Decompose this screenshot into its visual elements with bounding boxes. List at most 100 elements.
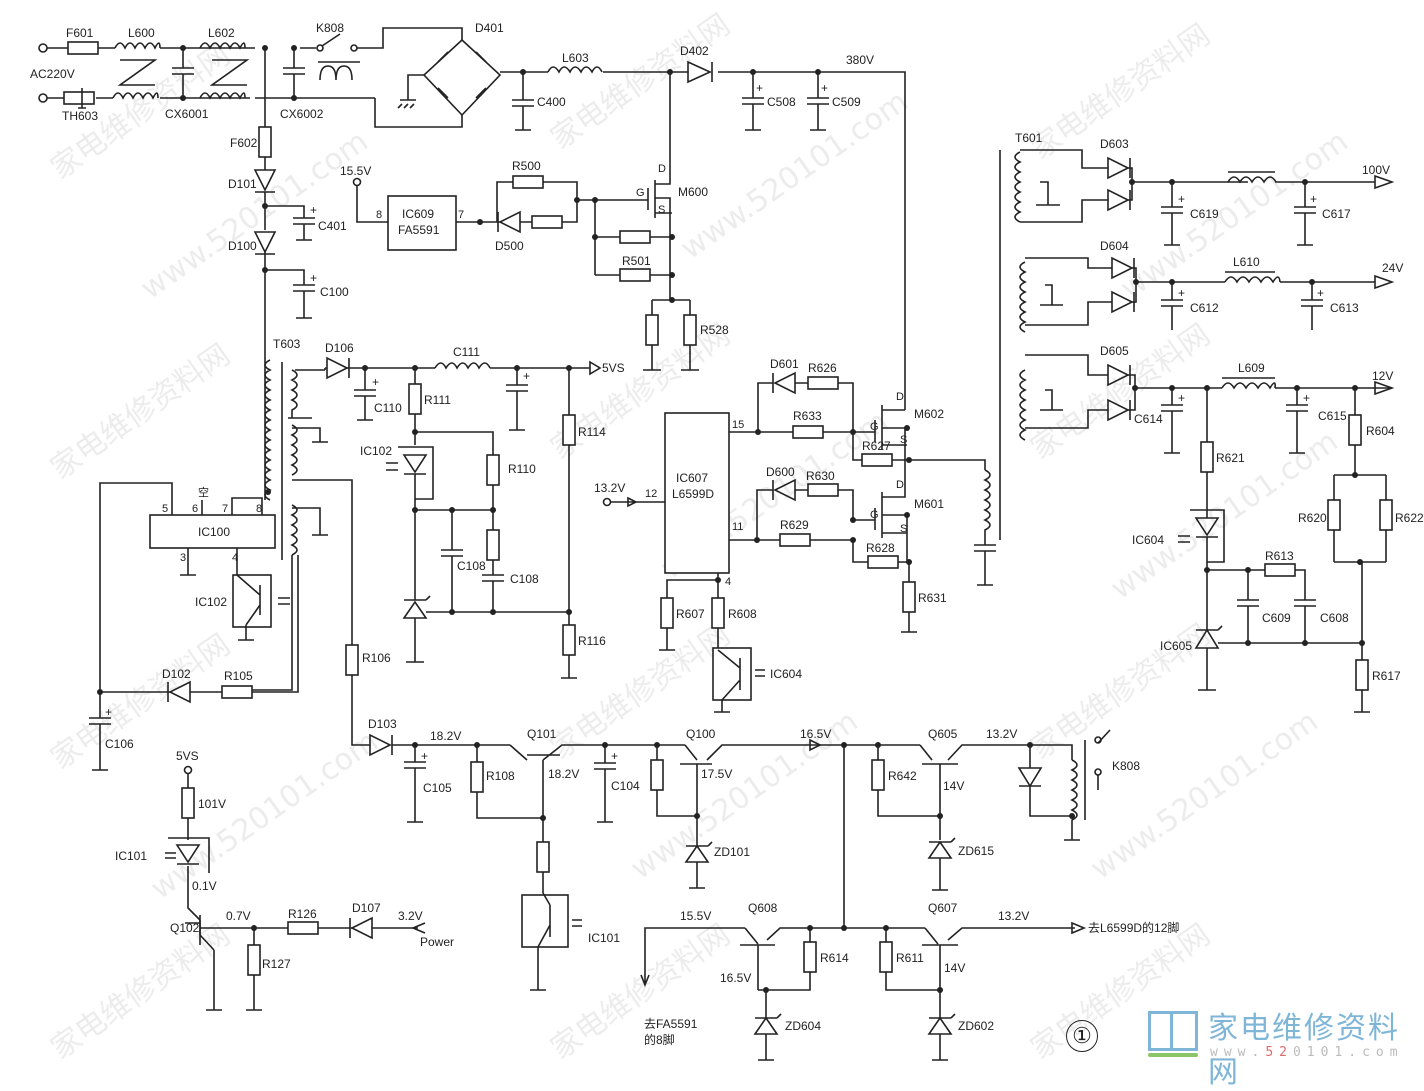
- resistor-q101-base: [536, 841, 550, 873]
- resistor-r501: [619, 268, 651, 282]
- plus-sign: +: [1310, 192, 1317, 206]
- inductor-l600-bot: [112, 92, 159, 100]
- resistor-r622: [1379, 499, 1393, 531]
- c108b-label: C108: [510, 572, 539, 586]
- q102-label: Q102: [170, 921, 200, 935]
- resistor-r-gs: [619, 230, 651, 244]
- r101-label: 101V: [198, 797, 226, 811]
- standby-section: D101 + C401 D100 + C100 T603 D106 + C110…: [89, 157, 625, 771]
- l609-label: L609: [1238, 361, 1265, 375]
- c110-label: C110: [374, 401, 402, 415]
- c508-label: C508: [767, 95, 796, 109]
- inductor-100v: [1227, 171, 1277, 184]
- opto-led-ic101: [165, 837, 210, 873]
- resistor-r626: [807, 376, 839, 390]
- resistor-r500: [512, 175, 544, 189]
- opto-led-ic604: [1190, 509, 1225, 570]
- fuse-f602: [258, 126, 272, 158]
- r611-label: R611: [896, 951, 924, 965]
- opto-led-ic102: [402, 454, 428, 510]
- relay-k808-contact[interactable]: [321, 33, 341, 47]
- plus-sign: +: [372, 375, 379, 389]
- r528-label: R528: [700, 323, 729, 337]
- figure-number: ①: [1066, 1020, 1098, 1052]
- r114-label: R114: [578, 425, 606, 439]
- leaf-icon: [1148, 1053, 1198, 1057]
- resonant-tank: [909, 459, 996, 586]
- bus-voltage-label: 380V: [846, 53, 874, 67]
- plus-sign: +: [611, 749, 618, 763]
- ic607-pin11: 11: [732, 521, 743, 533]
- m601-pin-d: D: [896, 479, 904, 491]
- resistor-gate: [531, 215, 563, 229]
- r613-label: R613: [1265, 549, 1294, 563]
- ic102-label: IC102: [360, 444, 392, 458]
- secondary-section: T601 D603 + C619 + C617 100V D604 + C612…: [1014, 131, 1424, 713]
- zd602-label: ZD602: [958, 1019, 994, 1033]
- ic605-label: IC605: [1160, 639, 1192, 653]
- c619-label: C619: [1190, 207, 1219, 221]
- r627-label: R627: [862, 439, 891, 453]
- ic100-pin4: 4: [232, 552, 238, 564]
- book-icon: [1148, 1011, 1198, 1051]
- r501-label: R501: [622, 254, 651, 268]
- m600-label: M600: [678, 185, 708, 199]
- plus-sign: +: [1178, 286, 1185, 300]
- r628-label: R628: [866, 541, 895, 555]
- to-fa5591-pin: 的8脚: [644, 1032, 675, 1047]
- ac-terminal-l: [38, 43, 48, 53]
- cx6002-label: CX6002: [280, 107, 324, 121]
- transformer-t603-primary: [264, 359, 272, 501]
- llc-section: IC607 L6599D 13.2V 12 15 11 4 D601 R626 …: [594, 150, 1001, 713]
- transistor-q605: [919, 744, 1062, 840]
- watermark: www.520101.com: [135, 124, 375, 307]
- thermistor-th603: [63, 91, 95, 105]
- zd615-label: ZD615: [958, 844, 994, 858]
- inductor-l602-top: [199, 42, 246, 50]
- r108-label: R108: [486, 769, 515, 783]
- m602-pin-g: G: [870, 421, 879, 433]
- ic607-label: IC607: [676, 471, 708, 485]
- plus-sign: +: [756, 81, 763, 95]
- q101-label: Q101: [527, 727, 557, 741]
- c609-label: C609: [1262, 611, 1291, 625]
- to-l6599d-label: 去L6599D的12脚: [1088, 920, 1179, 935]
- zener-zd615: [927, 837, 956, 891]
- resistor-r613: [1264, 563, 1296, 577]
- ic604-primary-label: IC604: [770, 667, 802, 681]
- ic102-tr-label: IC102: [195, 595, 227, 609]
- voltage-3-2: 3.2V: [398, 909, 423, 923]
- watermark: 家电维修资料网: [45, 627, 237, 776]
- watermark: 家电维修资料网: [545, 917, 737, 1066]
- ic100-pin6: 6: [192, 503, 198, 515]
- ic101-tr-label: IC101: [588, 931, 620, 945]
- input-filter-section: AC220V F601 L600 TH603 CX6001 L602 F602 …: [30, 21, 463, 158]
- resistor-r608: [711, 597, 725, 629]
- c100-label: C100: [320, 285, 349, 299]
- output-12v-label: 12V: [1372, 369, 1393, 383]
- ic607-vcc-label: 13.2V: [594, 481, 625, 495]
- resistor-sense-a: [645, 314, 659, 346]
- bridge-rectifier-d401: [422, 38, 502, 117]
- d603-label: D603: [1100, 137, 1129, 151]
- resistor-r614: [803, 941, 817, 973]
- fuse-f601: [67, 41, 99, 55]
- c612-label: C612: [1190, 301, 1219, 315]
- resistor-c108-series: [486, 529, 500, 561]
- d100-label: D100: [228, 239, 257, 253]
- c608-label: C608: [1320, 611, 1349, 625]
- m601-pin-s: S: [900, 523, 907, 535]
- site-name: 家电维修资料网: [1208, 1011, 1400, 1090]
- diode-d500: [497, 210, 521, 234]
- r608-label: R608: [728, 607, 757, 621]
- resistor-r642: [871, 759, 885, 791]
- f602-label: F602: [230, 136, 258, 150]
- power-input-label[interactable]: Power: [420, 935, 454, 949]
- ic607-pin4: 4: [725, 576, 731, 588]
- zd604-label: ZD604: [785, 1019, 821, 1033]
- watermark: www.520101.com: [675, 84, 915, 267]
- resistor-r620: [1327, 499, 1341, 531]
- d402-label: D402: [680, 44, 709, 58]
- resistor-q100-base: [650, 759, 664, 791]
- d601-label: D601: [770, 357, 799, 371]
